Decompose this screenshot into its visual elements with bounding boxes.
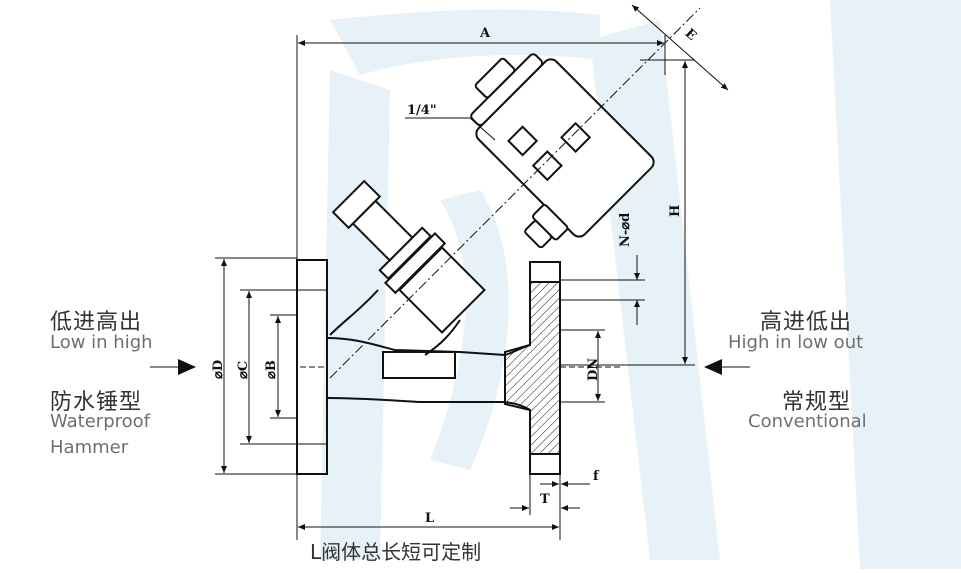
dim-a-label: A <box>479 26 491 41</box>
actuator-assembly <box>329 7 701 379</box>
outlet-flange <box>504 261 561 475</box>
dim-f-label: f <box>593 469 600 484</box>
body-length-note: L阀体总长短可定制 <box>310 540 482 564</box>
dim-dn-label: DN <box>586 358 601 381</box>
mode-low-in-high-cn: 低进高出 <box>50 310 143 335</box>
outlet-flow-arrow <box>704 359 722 375</box>
mode-conventional-cn: 常规型 <box>782 390 852 415</box>
mode-conventional-en: Conventional <box>748 411 867 432</box>
dim-e-label: E <box>682 26 699 44</box>
mode-high-in-low-cn: 高进低出 <box>760 310 853 335</box>
dim-nd-label: N-⌀d <box>618 213 633 247</box>
mode-low-in-high-en: Low in high <box>50 332 153 353</box>
mode-high-in-low-en: High in low out <box>728 332 864 353</box>
dimension-lines <box>215 4 729 540</box>
mode-waterproof-en-line1: Waterproof <box>50 411 151 432</box>
dim-d-label: ⌀D <box>211 360 226 379</box>
dim-c-label: ⌀C <box>236 361 251 379</box>
port-size-label: 1/4" <box>407 103 437 118</box>
dim-l-label: L <box>425 511 434 526</box>
dim-b-label: ⌀B <box>264 360 279 379</box>
dim-t-label: T <box>540 492 550 507</box>
inlet-flow-arrow <box>178 359 196 375</box>
mode-waterproof-cn: 防水锤型 <box>50 390 143 415</box>
dim-h-label: H <box>668 205 683 217</box>
mode-waterproof-en-line2: Hammer <box>50 437 129 458</box>
